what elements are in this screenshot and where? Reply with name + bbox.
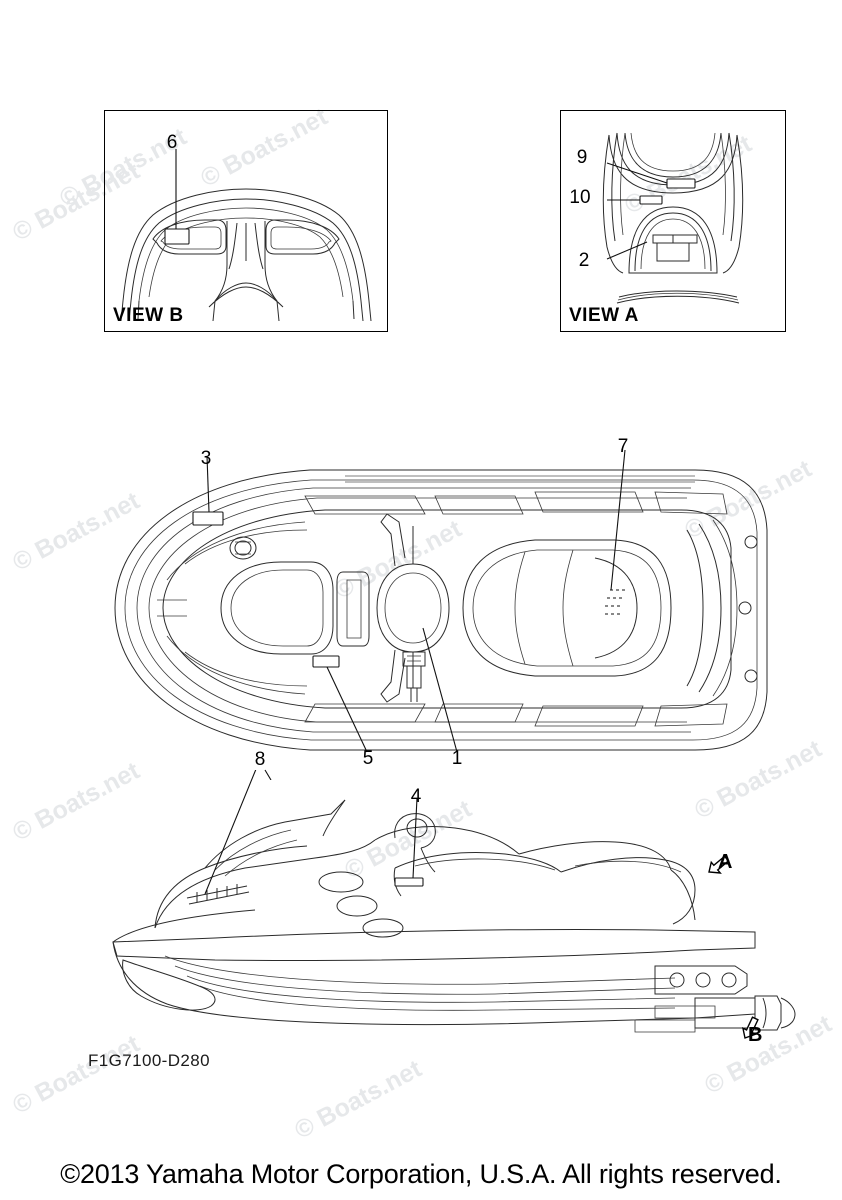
callout-number-10: 10 bbox=[569, 187, 591, 208]
part-number-label: F1G7100-D280 bbox=[88, 1051, 210, 1070]
leader-line-2 bbox=[606, 241, 648, 260]
leader-line-1 bbox=[422, 627, 458, 753]
label-6-sticker bbox=[164, 228, 190, 245]
callout-number-4: 4 bbox=[410, 786, 422, 807]
label-5-sticker bbox=[312, 655, 340, 668]
callout-number-1: 1 bbox=[451, 748, 463, 769]
label-3-sticker bbox=[192, 511, 224, 526]
label-8-marker bbox=[186, 884, 250, 905]
view-a-label: VIEW A bbox=[569, 305, 639, 326]
leader-line-4 bbox=[412, 797, 418, 879]
watercraft-top-view bbox=[114, 449, 768, 780]
leader-line-8-start bbox=[264, 769, 272, 780]
callout-number-9: 9 bbox=[576, 147, 588, 168]
callout-number-2: 2 bbox=[578, 250, 590, 271]
section-arrow-a bbox=[708, 855, 730, 874]
view-b-box: VIEW B bbox=[104, 110, 388, 332]
section-letter-a: A bbox=[718, 851, 733, 873]
view-b-drawing bbox=[120, 149, 372, 322]
view-b-label: VIEW B bbox=[113, 305, 184, 326]
leader-line-9 bbox=[606, 162, 668, 184]
leader-line-8 bbox=[204, 770, 257, 895]
callout-number-8: 8 bbox=[254, 749, 266, 770]
copyright-notice: ©2013 Yamaha Motor Corporation, U.S.A. A… bbox=[60, 1159, 782, 1189]
callout-number-3: 3 bbox=[200, 448, 212, 469]
label-7-marker bbox=[605, 589, 625, 615]
label-9-sticker bbox=[666, 178, 696, 189]
leader-line-7 bbox=[610, 449, 626, 591]
section-letter-b: B bbox=[748, 1024, 763, 1046]
callout-number-5: 5 bbox=[362, 748, 374, 769]
label-4-sticker bbox=[394, 877, 424, 887]
leader-line-3 bbox=[206, 455, 210, 513]
watercraft-side-view bbox=[112, 770, 796, 1039]
callout-number-6: 6 bbox=[166, 132, 178, 153]
view-a-drawing bbox=[602, 132, 744, 304]
view-a-box: VIEW A bbox=[560, 110, 786, 332]
label-10-sticker bbox=[639, 195, 663, 205]
section-arrow-b bbox=[741, 1016, 759, 1039]
leader-line-5 bbox=[326, 666, 368, 753]
callout-number-7: 7 bbox=[617, 436, 629, 457]
